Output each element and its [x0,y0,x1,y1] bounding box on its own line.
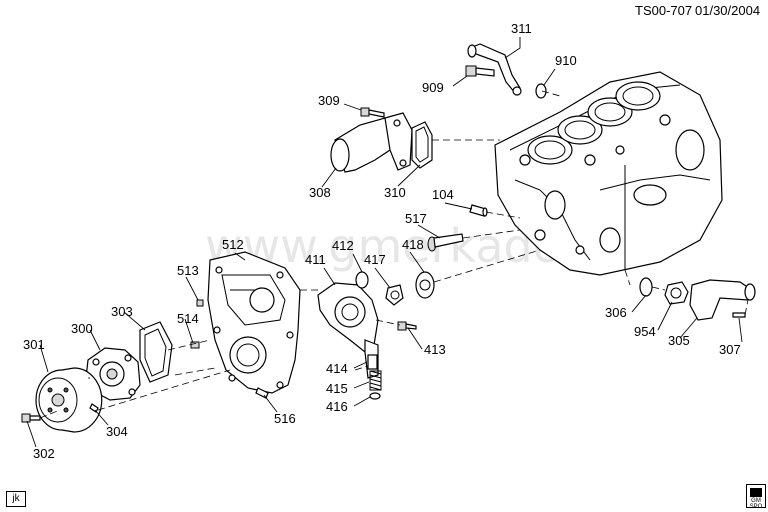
callout-104: 104 [432,187,454,202]
logo-text: GM SPO [749,498,763,510]
callout-411: 411 [305,252,326,267]
callout-311: 311 [511,21,532,36]
seal-306 [639,277,653,297]
callout-labels: 311 910 909 309 308 310 104 517 512 412 … [23,21,741,461]
drafter-stamp: jk [6,491,26,507]
dowel-104 [469,204,488,217]
callout-513: 513 [177,263,199,278]
bolt-304 [89,403,99,413]
bolt-517 [427,233,464,252]
outlet-305 [689,279,756,321]
drawing-id: TS00-707 [635,3,692,18]
bolt-513 [196,299,204,307]
seal-412 [355,271,369,289]
plug-416 [369,392,381,400]
bolt-909 [465,65,495,77]
callout-304: 304 [106,424,128,439]
callout-310: 310 [384,185,406,200]
leader-lines [26,37,743,448]
callout-514: 514 [177,311,199,326]
plate-418 [415,271,435,299]
front-cover [207,251,301,394]
callout-512: 512 [222,237,244,252]
callout-302: 302 [33,446,55,461]
spring-415 [369,370,382,391]
callout-309: 309 [318,93,340,108]
callout-415: 415 [326,381,348,396]
callout-416: 416 [326,399,348,414]
callout-300: 300 [71,321,93,336]
bolt-514 [190,341,200,349]
bolt-413 [397,321,417,331]
gasket-310 [411,121,433,169]
callout-909: 909 [422,80,444,95]
thermostat-housing [330,112,413,173]
seal-910 [535,83,547,99]
bolt-307 [732,312,746,318]
callout-414: 414 [326,361,348,376]
callout-303: 303 [111,304,133,319]
water-pump-gasket [139,321,173,383]
logo-block [750,488,762,497]
callout-412: 412 [332,238,354,253]
assembly-centerlines [39,90,749,419]
bolt-309 [360,107,385,118]
engine-block [494,71,723,276]
callout-517: 517 [405,211,427,226]
callout-308: 308 [309,185,331,200]
valve-414 [367,354,378,370]
callout-413: 413 [424,342,446,357]
callout-516: 516 [274,411,296,426]
callout-418: 418 [402,237,424,252]
callout-910: 910 [555,53,577,68]
callout-307: 307 [719,342,741,357]
bolt-302 [21,413,41,423]
rotor-417 [385,284,404,306]
callout-301: 301 [23,337,45,352]
callout-954: 954 [634,324,656,339]
callout-306: 306 [605,305,627,320]
thermostat-954 [664,281,689,305]
drawing-date: 01/30/2004 [695,3,760,18]
gm-spo-logo-icon: GM SPO [746,484,766,510]
callout-305: 305 [668,333,690,348]
coolant-pipe [467,43,522,96]
water-pump-pulley [35,367,103,433]
callout-417: 417 [364,252,386,267]
